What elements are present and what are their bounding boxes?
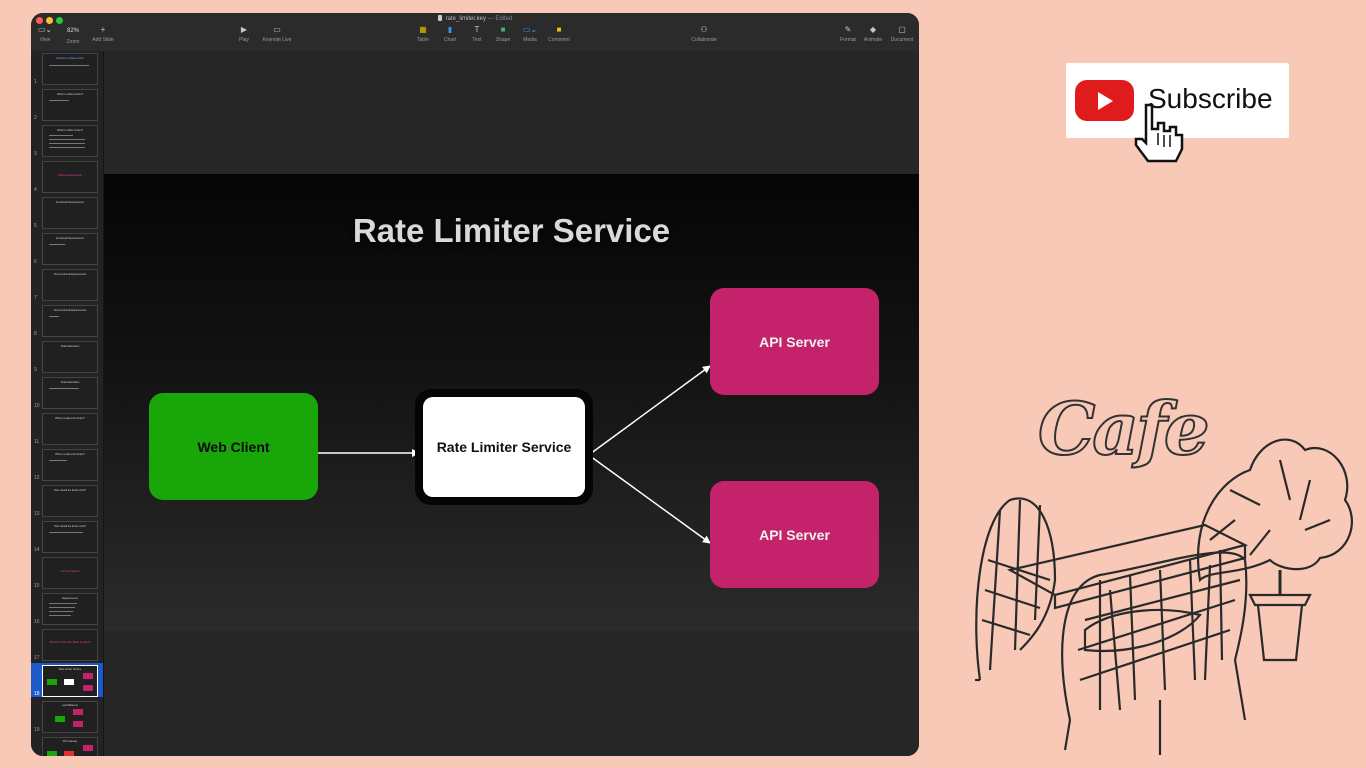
chart-button[interactable]: ▮ Chart [432, 26, 468, 43]
slide-thumbnail[interactable]: What is a Rate Limiter? 2 [31, 87, 103, 121]
collaborate-icon: ⚇ [700, 25, 708, 34]
subscribe-button[interactable]: Subscribe [1066, 63, 1289, 163]
slide-thumbnail-selected[interactable]: Rate Limiter Service 18 [31, 663, 103, 697]
slide-thumbnail[interactable]: Scale Estimation 10 [31, 375, 103, 409]
slide-thumbnail[interactable]: API Gateway 20 [31, 735, 103, 756]
current-slide[interactable]: Rate Limiter Service Web Client Rate Lim… [104, 174, 919, 631]
play-icon: ▶ [240, 25, 248, 34]
slide-thumbnail[interactable]: Functional Requirements 6 [31, 231, 103, 265]
document-icon: ▢ [898, 25, 906, 34]
web-client-box[interactable]: Web Client [149, 393, 318, 500]
zoom-icon: 82% [66, 28, 79, 34]
arrow-limiter-to-api1 [589, 365, 711, 455]
document-title[interactable]: rate_limiter.key — Edited [31, 15, 919, 22]
connector-arrows [318, 365, 711, 544]
comment-icon: ■ [556, 25, 562, 34]
cafe-illustration [975, 438, 1353, 755]
zoom-button[interactable]: 82% Zoom [55, 26, 91, 45]
api-server-box-2[interactable]: API Server [710, 481, 879, 588]
animate-icon: ◆ [869, 25, 877, 34]
text-icon: T [474, 25, 480, 34]
close-window-button[interactable] [36, 17, 43, 24]
subscribe-label: Subscribe [1148, 83, 1273, 114]
arrow-limiter-to-api2 [589, 455, 711, 544]
sidebar-view-icon: ▭⌄ [37, 25, 53, 34]
collaborate-button[interactable]: ⚇ Collaborate [686, 26, 722, 43]
api-server-label-1: API Server [759, 333, 830, 350]
animate-button[interactable]: ◆ Animate [855, 26, 891, 43]
text-button[interactable]: T Text [459, 26, 495, 43]
pointer-hand-icon [1134, 103, 1184, 163]
slide-thumbnail[interactable]: Where to place the limiter? 12 [31, 447, 103, 481]
keynote-live-icon: ▭ [273, 25, 281, 34]
slide-thumbnail[interactable]: Where to Put the Rate Limiter? 17 [31, 627, 103, 661]
cafe-logo-text: Cafe [1037, 385, 1211, 472]
slide-thumbnail[interactable]: Functional Requirements 5 [31, 195, 103, 229]
slide-thumbnail[interactable]: Load Balancer 19 [31, 699, 103, 733]
document-file-icon [437, 15, 442, 21]
keynote-live-button[interactable]: ▭ Keynote Live [259, 26, 295, 43]
slide-thumbnail[interactable]: How should the limiter work? 13 [31, 483, 103, 517]
view-button[interactable]: ▭⌄ View [31, 26, 63, 43]
document-button[interactable]: ▢ Document [884, 26, 919, 43]
slide-canvas[interactable]: Rate Limiter Service Web Client Rate Lim… [104, 51, 919, 756]
rate-limiter-box[interactable]: Rate Limiter Service [415, 389, 593, 505]
slide-thumbnail[interactable]: Define Requirements 4 [31, 159, 103, 193]
slide-thumbnail[interactable]: Requirements 16 [31, 591, 103, 625]
table-button[interactable]: ▦ Table [405, 26, 441, 43]
slide-thumbnail[interactable]: Scale Estimation 9 [31, 339, 103, 373]
format-button[interactable]: ✎ Format [830, 26, 866, 43]
slide-thumbnail[interactable]: Let's Get Started 15 [31, 555, 103, 589]
plus-icon: + [100, 25, 106, 34]
slide-thumbnail[interactable]: Welcome to Rate Limiter 1 [31, 51, 103, 85]
zoom-window-button[interactable] [56, 17, 63, 24]
slide-thumbnail[interactable]: How should the limiter work? 14 [31, 519, 103, 553]
slide-thumbnail[interactable]: What is a Rate Limiter? 3 [31, 123, 103, 157]
chart-icon: ▮ [447, 25, 453, 34]
slide-thumbnail[interactable]: Non-functional Requirements 7 [31, 267, 103, 301]
play-button[interactable]: ▶ Play [226, 26, 262, 43]
shape-icon: ■ [500, 25, 506, 34]
web-client-label: Web Client [197, 438, 270, 455]
youtube-logo-icon [1075, 80, 1134, 121]
format-brush-icon: ✎ [844, 25, 852, 34]
keynote-window: rate_limiter.key — Edited ▭⌄ View 82% Zo… [31, 13, 919, 756]
slide-title[interactable]: Rate Limiter Service [352, 212, 671, 249]
comment-button[interactable]: ■ Comment [541, 26, 577, 43]
slide-navigator[interactable]: Welcome to Rate Limiter 1 What is a Rate… [31, 51, 104, 756]
api-server-label-2: API Server [759, 526, 830, 543]
rate-limiter-label: Rate Limiter Service [436, 439, 572, 455]
media-icon: ▭⌄ [522, 25, 538, 34]
toolbar: rate_limiter.key — Edited ▭⌄ View 82% Zo… [31, 13, 919, 52]
media-button[interactable]: ▭⌄ Media [512, 26, 548, 43]
api-server-box-1[interactable]: API Server [710, 288, 879, 395]
slide-thumbnail[interactable]: Where to place the limiter? 11 [31, 411, 103, 445]
slide-thumbnail[interactable]: Non-functional Requirements 8 [31, 303, 103, 337]
table-icon: ▦ [419, 25, 427, 34]
shape-button[interactable]: ■ Shape [485, 26, 521, 43]
minimize-window-button[interactable] [46, 17, 53, 24]
add-slide-button[interactable]: + Add Slide [85, 26, 121, 43]
